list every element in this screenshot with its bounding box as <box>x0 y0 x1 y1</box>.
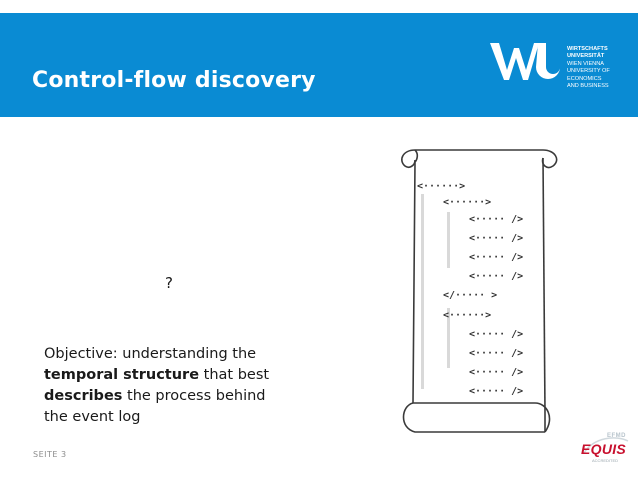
svg-text:<····· />: <····· /> <box>469 214 523 225</box>
logo-line: AND BUSINESS <box>567 83 609 90</box>
svg-text:<····· />: <····· /> <box>469 233 523 244</box>
svg-text:<····· />: <····· /> <box>469 348 523 359</box>
emphasis-describes: describes <box>44 388 123 404</box>
svg-text:<······>: <······> <box>443 310 491 321</box>
slide-title: Control-flow discovery <box>32 68 316 93</box>
svg-text:<······>: <······> <box>443 197 491 208</box>
wu-logo-mark <box>490 43 560 80</box>
objective-line-3: describes the process behind <box>44 386 304 407</box>
svg-text:<····· />: <····· /> <box>469 329 523 340</box>
wu-logo-text: WIRTSCHAFTS UNIVERSITÄT WIEN VIENNA UNIV… <box>567 46 610 90</box>
objective-line-2: temporal structure that best <box>44 365 304 386</box>
logo-line: WIRTSCHAFTS <box>567 46 608 52</box>
emphasis-temporal-structure: temporal structure <box>44 367 200 383</box>
page-number: SEITE 3 <box>33 450 67 459</box>
logo-line: ECONOMICS <box>567 75 602 82</box>
logo-line: WIEN VIENNA <box>567 60 604 67</box>
equis-name: EQUIS <box>581 441 627 457</box>
svg-text:<······>: <······> <box>417 181 465 192</box>
logo-line: UNIVERSITÄT <box>567 53 605 60</box>
equis-accreditation-logo: EFMD EQUIS ACCREDITED <box>578 433 630 467</box>
logo-line: UNIVERSITY OF <box>567 68 610 75</box>
svg-text:<····· />: <····· /> <box>469 367 523 378</box>
question-mark: ? <box>165 274 173 292</box>
equis-sub-label: ACCREDITED <box>592 458 619 463</box>
svg-text:<····· />: <····· /> <box>469 386 523 397</box>
header-bar: Control-flow discovery WIRTSCHAFTS UNIVE… <box>0 13 638 117</box>
equis-arc-icon <box>583 437 629 454</box>
objective-text: Objective: understanding the temporal st… <box>44 344 304 428</box>
xml-scroll-closing-tags <box>395 138 565 440</box>
objective-line-4: the event log <box>44 409 141 425</box>
objective-line-1: Objective: understanding the <box>44 346 257 362</box>
svg-text:<····· />: <····· /> <box>469 271 523 282</box>
svg-text:</····· >: </····· > <box>443 290 497 301</box>
objective-line-3-rest: the process behind <box>122 388 266 404</box>
equis-top-label: EFMD <box>607 433 626 439</box>
svg-text:<····· />: <····· /> <box>469 252 523 263</box>
xml-scroll-icon: <······> <······> <····· /> <····· /> <·… <box>401 149 558 433</box>
objective-line-2-rest: that best <box>199 367 270 383</box>
